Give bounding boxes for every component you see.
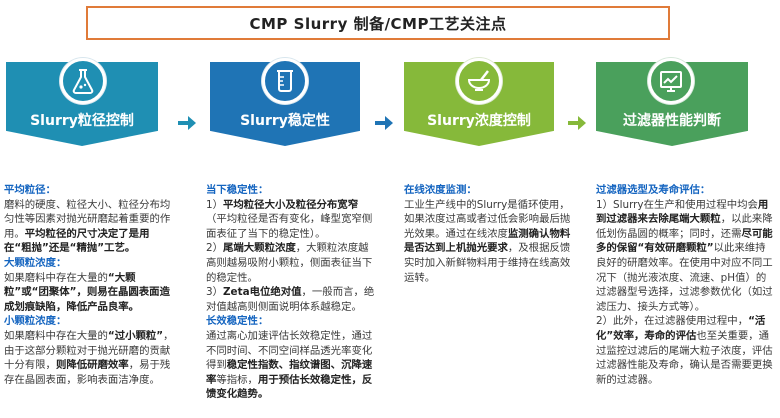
bold-text: “过小颗粒” bbox=[107, 329, 164, 342]
section-heading: 长效稳定性： bbox=[206, 315, 269, 328]
arrow-right-icon bbox=[375, 116, 393, 130]
step-label: Slurry浓度控制 bbox=[427, 113, 531, 129]
step-panel-concentration: Slurry浓度控制 bbox=[404, 62, 554, 146]
text: ，易于残存在晶圆表面，影响表面洁净度。 bbox=[4, 359, 171, 386]
bold-text: 则降低研磨效率 bbox=[55, 359, 129, 372]
text: 1）Slurry在生产和使用过程中均会 bbox=[596, 198, 758, 211]
text: 以此来维持良好的研磨效率。在使用中对应不同工况下（抛光液浓度、流速、pH值）的过… bbox=[596, 242, 773, 313]
text: 2） bbox=[206, 242, 224, 255]
arrow-right-icon bbox=[178, 116, 196, 130]
section-text: 1）Slurry在生产和使用过程中均会用到过滤器来去除尾端大颗粒，以此来降低划伤… bbox=[596, 198, 774, 315]
text: 等指标， bbox=[216, 373, 258, 386]
bold-text: 尽可能多的保留“有效研磨颗粒” bbox=[596, 227, 773, 255]
section-heading: 小颗粒浓度： bbox=[4, 315, 67, 328]
step-label: Slurry稳定性 bbox=[240, 113, 330, 129]
mortar-icon bbox=[456, 58, 502, 104]
text: （平均粒径是否有变化，峰型宽窄侧面表征了当下的稳定性）。 bbox=[206, 213, 373, 240]
section-heading: 在线浓度监测： bbox=[404, 184, 477, 196]
text: 3） bbox=[206, 286, 224, 299]
section-text: 工业生产线中的Slurry是循环使用，如果浓度过高或者过低会影响最后抛光效果。通… bbox=[404, 198, 572, 286]
bold-text: 用到过滤器来去除尾端大颗粒 bbox=[596, 198, 769, 226]
filter-details: 过滤器选型及寿命评估： 1）Slurry在生产和使用过程中均会用到过滤器来去除尾… bbox=[596, 183, 774, 387]
section-text: 通过离心加速评估长效稳定性，通过不同时间、不同空间样品透光率变化得到稳定性指数、… bbox=[206, 329, 378, 402]
bold-text: 平均粒径大小及粒径分布宽窄 bbox=[223, 198, 359, 211]
stability-details: 当下稳定性： 1）平均粒径大小及粒径分布宽窄 （平均粒径是否有变化，峰型宽窄侧面表… bbox=[206, 183, 378, 402]
section-text: 如果磨料中存在大量的“过小颗粒”，由于这部分颗粒对于抛光研磨的贡献十分有限，则降… bbox=[4, 329, 174, 387]
text: 如果磨料中存在大量的 bbox=[4, 329, 108, 342]
page-title: CMP Slurry 制备/CMP工艺关注点 bbox=[86, 6, 670, 40]
section-text: 2）此外，在过滤器使用过程中，“活化”效率，寿命的评估也至关重要，通过监控过滤后… bbox=[596, 314, 774, 387]
text: 磨料的硬度、粒径大小、粒径分布均匀性等因素对抛光研磨起着重要的作用。 bbox=[4, 198, 171, 240]
section-text: 2）尾端大颗粒浓度，大颗粒浓度越高则越易吸附小颗粒，侧面表征当下的稳定性。 bbox=[206, 241, 378, 285]
text: 也至关重要，通过监控过滤后的尾端大粒子浓度，评估过滤器性能及寿命，确认是否需要更… bbox=[596, 329, 773, 386]
bold-text: 监测确认物料是否达到上机抛光要求 bbox=[404, 227, 571, 255]
step-panel-filter: 过滤器性能判断 bbox=[596, 62, 748, 146]
section-text: 如果磨料中存在大量的“大颗粒”或“团聚体”，则易在晶圆表面造成划痕缺陷，降低产品… bbox=[4, 271, 174, 315]
bold-text: ，则易在晶圆表面造成划痕缺陷，降低产品良率。 bbox=[4, 286, 170, 313]
section-heading: 大颗粒浓度： bbox=[4, 256, 67, 269]
bold-text: “大颗粒”或“团聚体” bbox=[4, 271, 136, 299]
step-label: 过滤器性能判断 bbox=[623, 113, 721, 129]
section-text: 3）Zeta电位绝对值，一般而言，绝对值越高则侧面说明体系越稳定。 bbox=[206, 285, 378, 314]
bold-text: 平均粒径的尺寸决定了是用在“粗抛”还是“精抛”工艺。 bbox=[4, 227, 150, 255]
text: 2）此外，在过滤器使用过程中， bbox=[596, 315, 749, 328]
particle-size-details: 平均粒径： 磨料的硬度、粒径大小、粒径分布均匀性等因素对抛光研磨起着重要的作用。… bbox=[4, 183, 174, 387]
flask-icon bbox=[60, 58, 106, 104]
section-heading: 平均粒径： bbox=[4, 184, 56, 196]
text: ，大颗粒浓度越高则越易吸附小颗粒，侧面表征当下的稳定性。 bbox=[206, 242, 373, 284]
bold-text: Zeta电位绝对值 bbox=[223, 286, 302, 299]
concentration-details: 在线浓度监测： 工业生产线中的Slurry是循环使用，如果浓度过高或者过低会影响… bbox=[404, 183, 572, 285]
section-heading: 过滤器选型及寿命评估： bbox=[596, 184, 711, 196]
text: 如果磨料中存在大量的 bbox=[4, 271, 108, 284]
bold-text: “活化”效率，寿命的评估 bbox=[596, 315, 766, 342]
text: 通过离心加速评估长效稳定性，通过不同时间、不同空间样品透光率变化得到 bbox=[206, 329, 373, 372]
bold-text: 用于预估长效稳定性，反馈变化趋势。 bbox=[206, 373, 373, 401]
section-text: 磨料的硬度、粒径大小、粒径分布均匀性等因素对抛光研磨起着重要的作用。平均粒径的尺… bbox=[4, 198, 174, 256]
bold-text: 尾端大颗粒浓度 bbox=[223, 242, 296, 255]
text: ，及根据反馈实时加入新鲜物料用于维持在线高效运转。 bbox=[404, 242, 571, 284]
step-label: Slurry粒径控制 bbox=[30, 113, 134, 129]
beaker-icon bbox=[262, 58, 308, 104]
text: 1） bbox=[206, 198, 224, 211]
bold-text: 稳定性指数、指纹谱图、沉降速率 bbox=[206, 359, 373, 386]
text: ，以此来降低划伤晶圆的概率；同时，还需 bbox=[596, 213, 773, 240]
section-heading: 当下稳定性： bbox=[206, 184, 269, 196]
chart-icon bbox=[648, 58, 694, 104]
text: 工业生产线中的Slurry是循环使用，如果浓度过高或者过低会影响最后抛光效果。通… bbox=[404, 198, 571, 240]
text: ，一般而言，绝对值越高则侧面说明体系越稳定。 bbox=[206, 286, 375, 313]
text: ，由于这部分颗粒对于抛光研磨的贡献十分有限， bbox=[4, 329, 174, 372]
section-text: 1）平均粒径大小及粒径分布宽窄 （平均粒径是否有变化，峰型宽窄侧面表征了当下的稳定… bbox=[206, 198, 378, 242]
arrow-right-icon bbox=[568, 116, 586, 130]
